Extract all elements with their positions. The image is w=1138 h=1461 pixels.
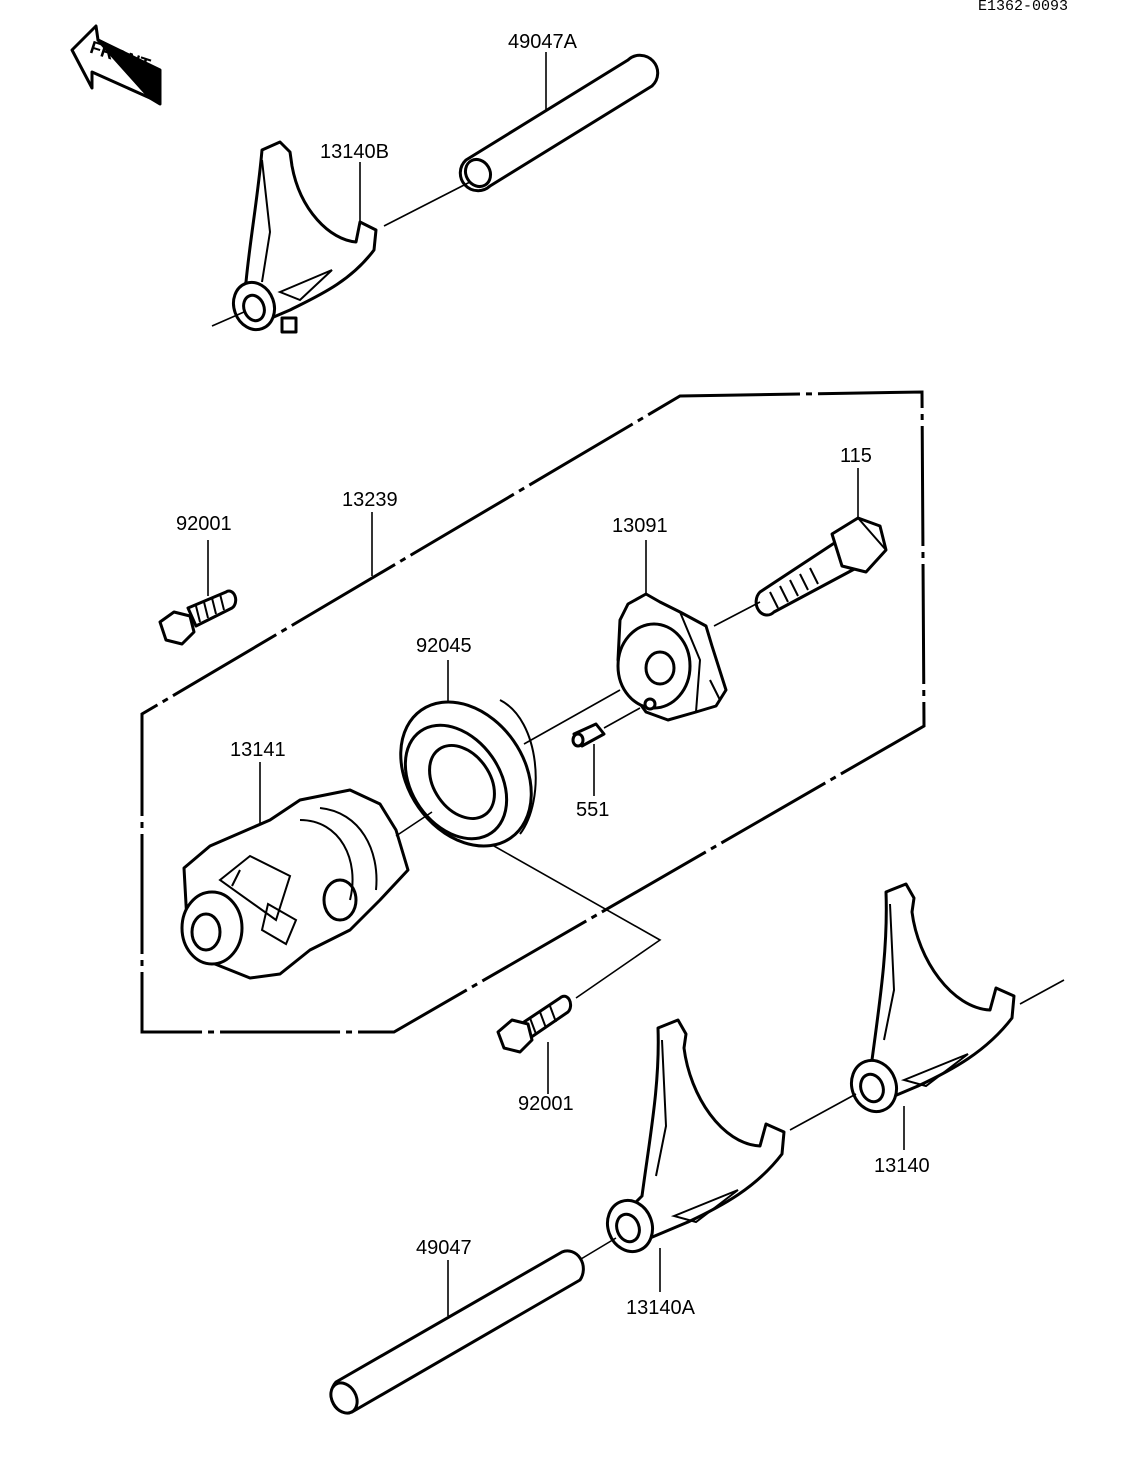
label-13141: 13141 (230, 739, 286, 761)
shaft-49047 (329, 1249, 585, 1415)
label-115: 115 (840, 445, 872, 467)
bolt-92001-bottom (496, 994, 573, 1054)
label-92001-left: 92001 (176, 513, 232, 535)
bolt-92001-left (158, 540, 238, 646)
front-arrow-icon: FRONT (70, 24, 162, 106)
bolt-115 (754, 468, 888, 617)
bearing-92045 (399, 699, 537, 848)
label-49047a: 49047A (508, 31, 578, 53)
label-13091: 13091 (612, 515, 668, 537)
shaft-49047a (458, 53, 660, 193)
label-92045: 92045 (416, 635, 472, 657)
assembly-boundary (140, 390, 926, 1034)
label-13239: 13239 (342, 489, 398, 511)
label-13140a: 13140A (626, 1297, 696, 1319)
pin-551 (571, 722, 606, 748)
label-92001-bottom: 92001 (518, 1093, 574, 1115)
fork-13140a (605, 1018, 786, 1254)
label-13140b: 13140B (320, 141, 389, 163)
holder-13091 (616, 592, 728, 722)
fork-13140b (231, 140, 378, 334)
drum-13141 (180, 788, 410, 980)
label-551: 551 (576, 799, 609, 821)
fork-13140 (849, 882, 1016, 1114)
label-13140: 13140 (874, 1155, 930, 1177)
label-49047: 49047 (416, 1237, 472, 1259)
drawing-code: E1362-0093 (978, 0, 1068, 15)
